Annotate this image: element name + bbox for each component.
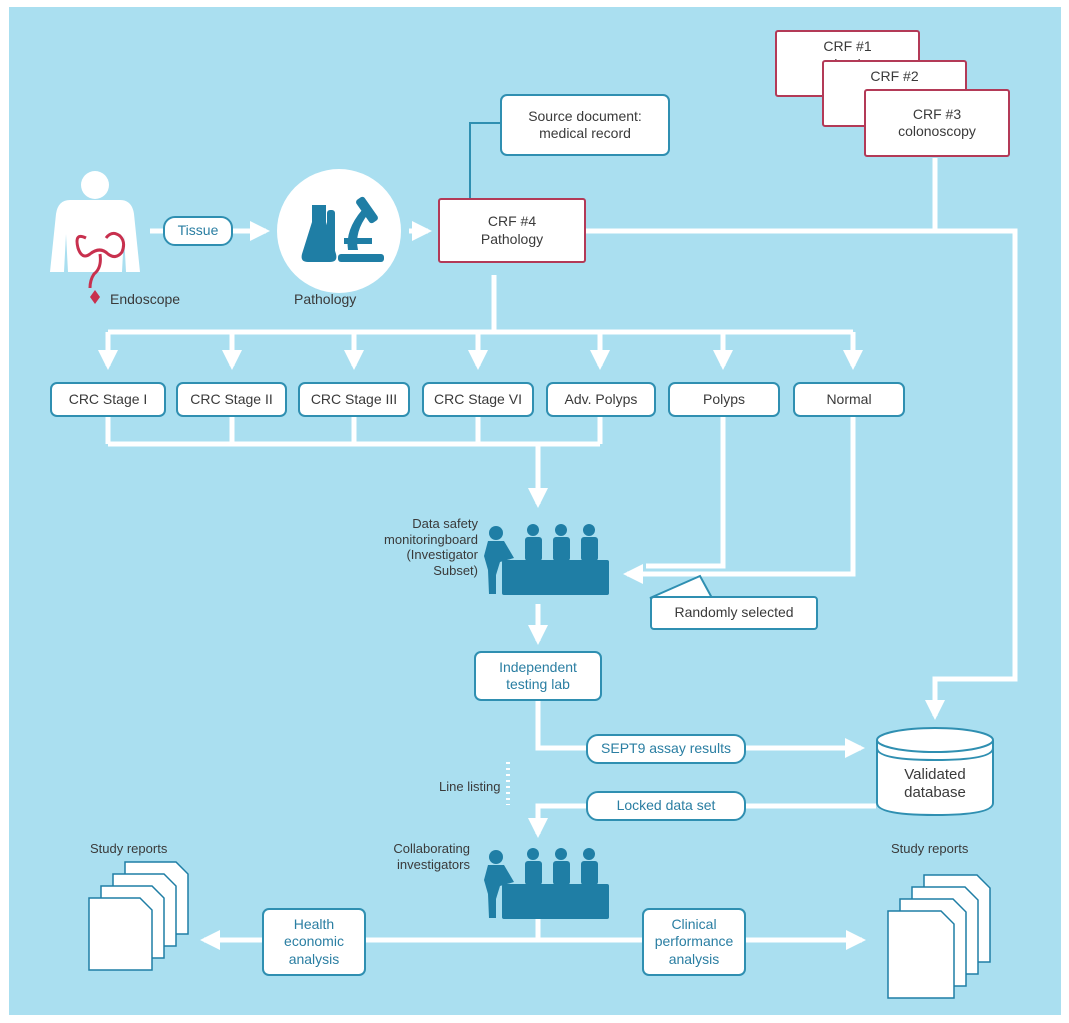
independent-lab-box: Independent testing lab [474, 651, 602, 701]
locked-data-set-box: Locked data set [586, 791, 746, 821]
endoscope-label: Endoscope [110, 291, 181, 307]
flask-icon [301, 205, 337, 262]
study-reports-right-label: Study reports [891, 841, 969, 856]
health-economic-analysis-box: Health economic analysis [262, 908, 366, 976]
crf4-box: CRF #4 Pathology [438, 198, 586, 263]
source-document-box: Source document: medical record [500, 94, 670, 156]
endoscope-icon [90, 290, 100, 304]
clinical-performance-analysis-box: Clinical performance analysis [642, 908, 746, 976]
category-crc-stage-6: CRC Stage VI [422, 382, 534, 417]
randomly-selected-callout: Randomly selected [650, 596, 818, 630]
pathology-label: Pathology [294, 291, 357, 307]
study-reports-left-label: Study reports [90, 841, 168, 856]
category-polyps: Polyps [668, 382, 780, 417]
patient-body-icon [50, 171, 140, 289]
category-adv-polyps: Adv. Polyps [546, 382, 656, 417]
diagram-canvas [9, 7, 1061, 1015]
tissue-box: Tissue [163, 216, 233, 246]
crf3-box: CRF #3 colonoscopy [864, 89, 1010, 157]
category-crc-stage-1: CRC Stage I [50, 382, 166, 417]
collaborating-label: Collaborating investigators [393, 841, 470, 872]
category-crc-stage-2: CRC Stage II [176, 382, 287, 417]
dsmb-label: Data safety monitoringboard (Investigato… [384, 516, 478, 578]
category-normal: Normal [793, 382, 905, 417]
line-listing-label: Line listing [439, 779, 501, 794]
category-crc-stage-3: CRC Stage III [298, 382, 410, 417]
database-label: Validated database [904, 766, 966, 801]
sept9-results-box: SEPT9 assay results [586, 734, 746, 764]
microscope-icon [338, 196, 384, 262]
